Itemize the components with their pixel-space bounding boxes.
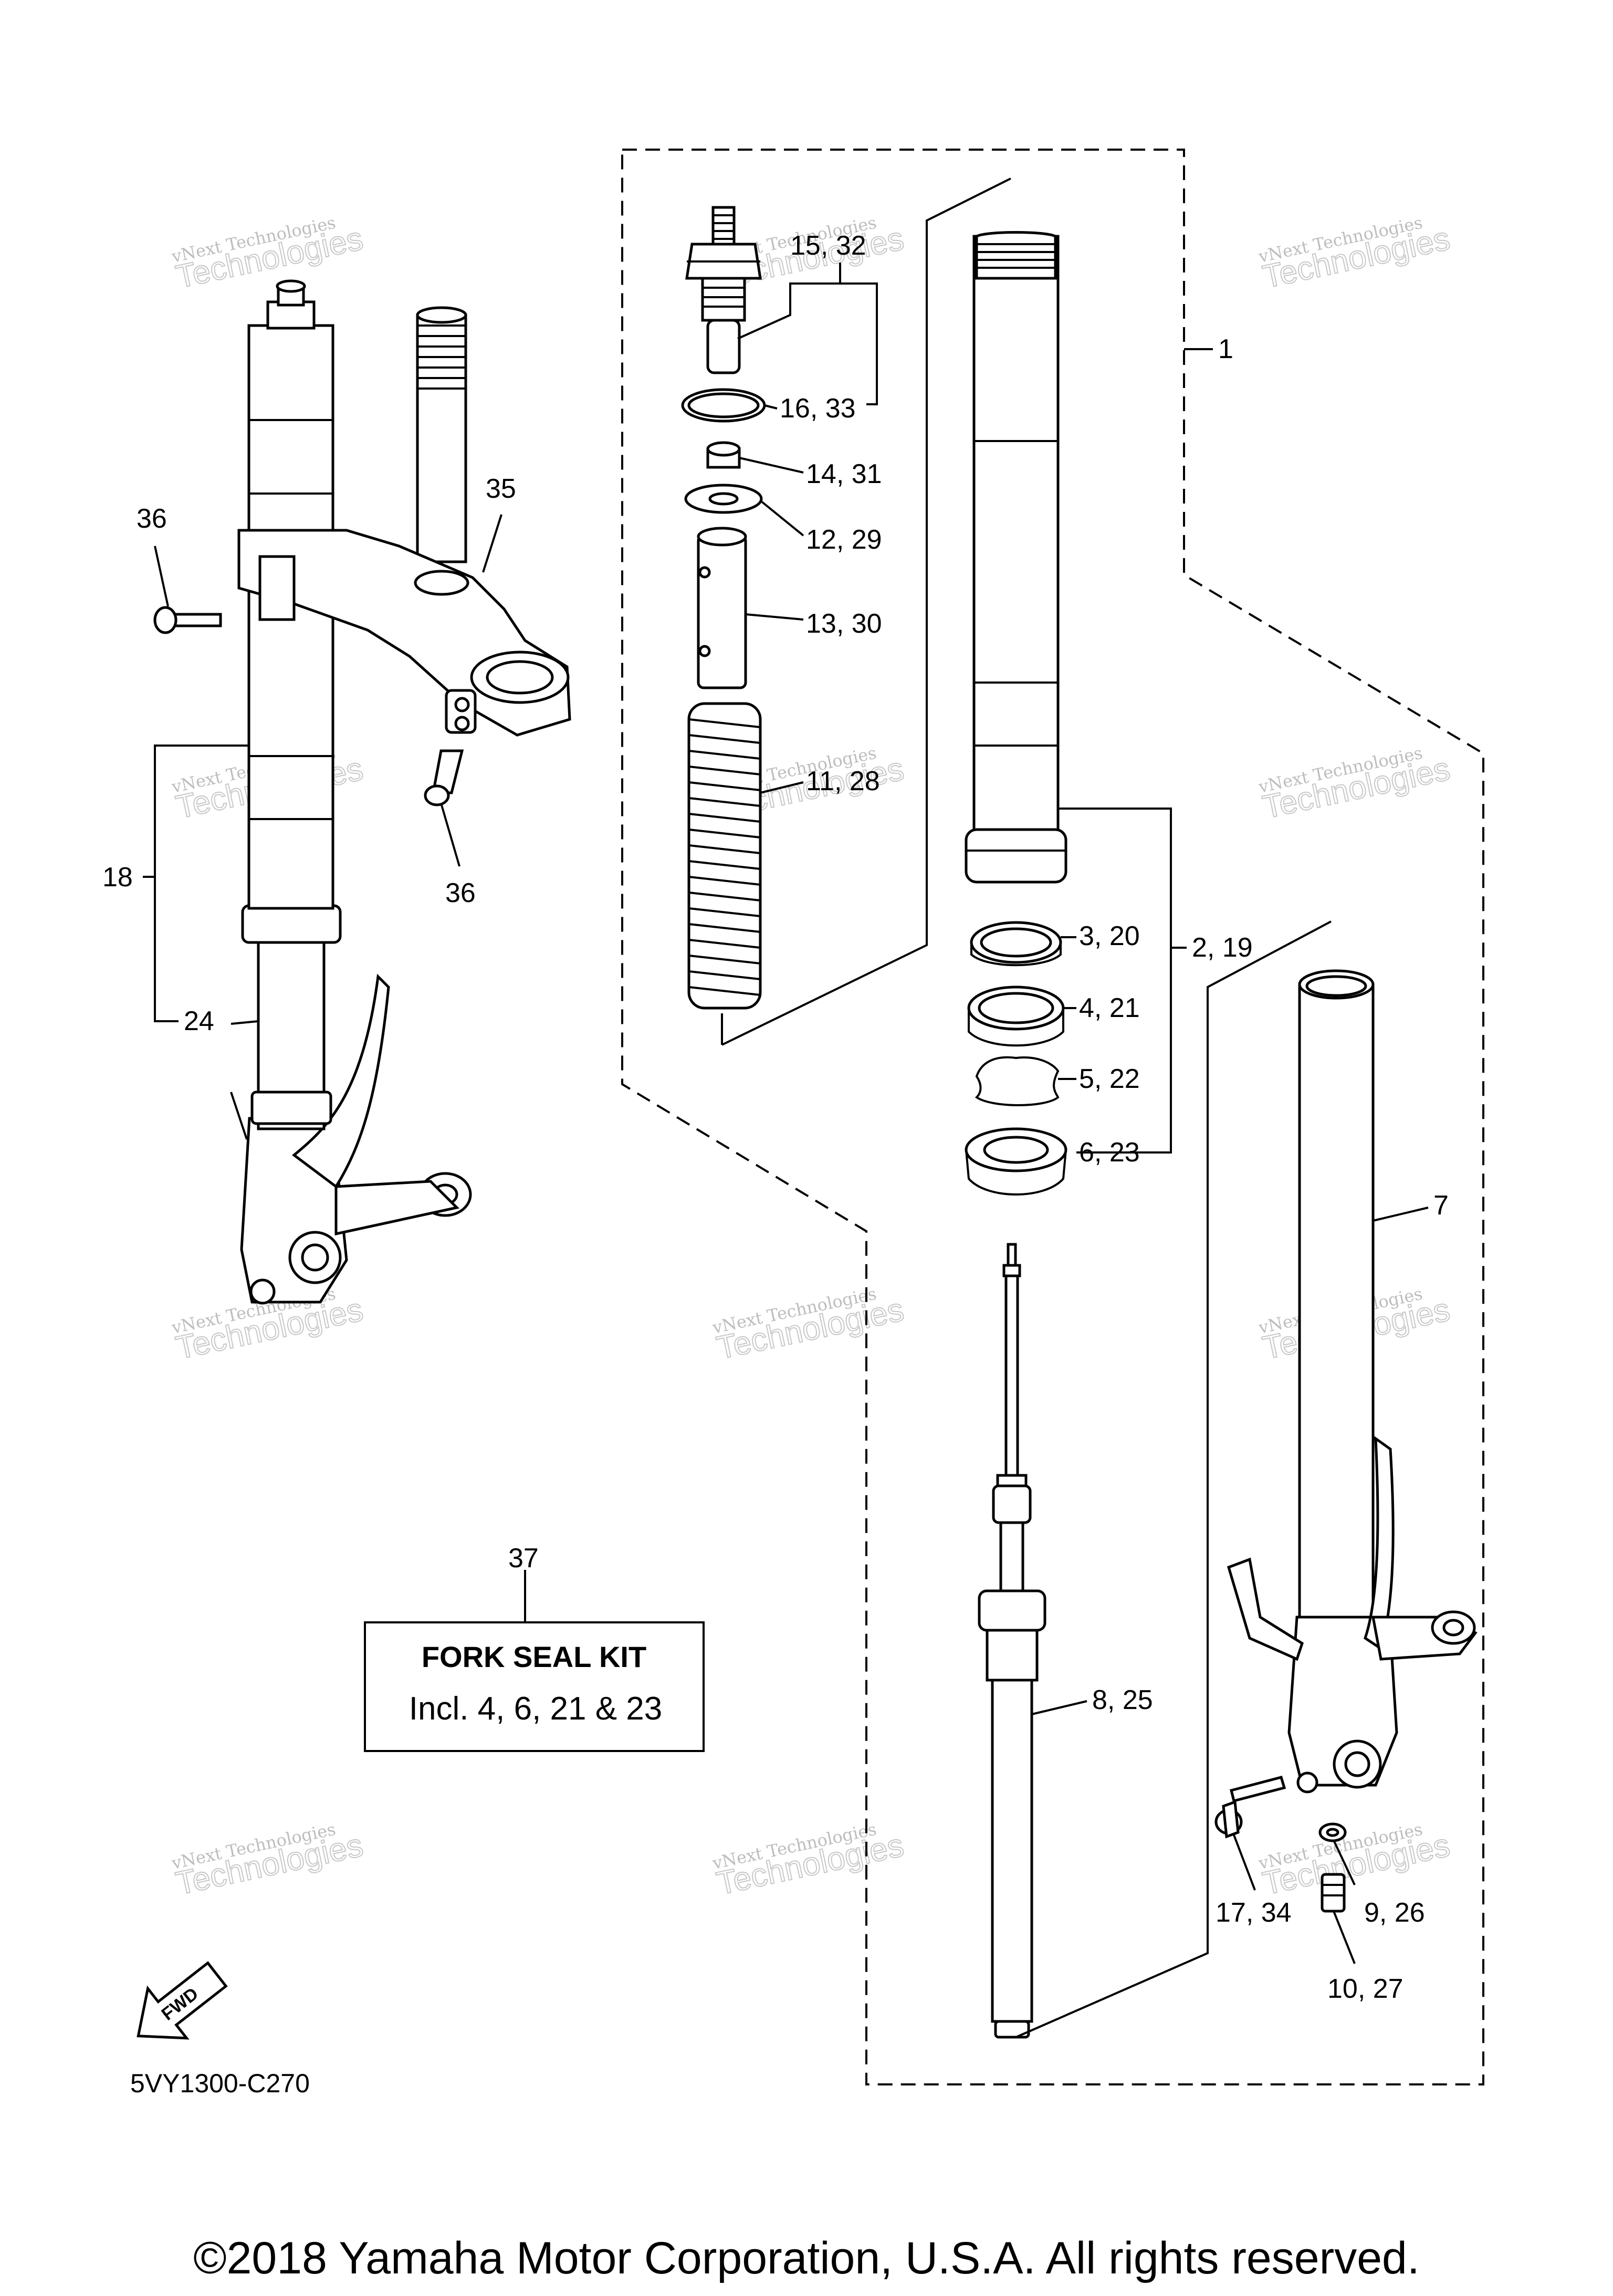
callout-17-34: 17, 34 — [1216, 1897, 1292, 1928]
callout-14-31: 14, 31 — [806, 459, 882, 489]
callout-1: 1 — [1218, 334, 1233, 364]
callout-9-26: 9, 26 — [1364, 1897, 1425, 1928]
assembled-fork-left — [153, 279, 571, 1305]
fork-internals — [681, 177, 1478, 2039]
assembly-dashed-outline — [621, 149, 1484, 2085]
fwd-arrow: FWD — [137, 1961, 228, 2040]
callout-11-28: 11, 28 — [806, 766, 880, 796]
diagram-code: 5VY1300-C270 — [130, 2069, 310, 2098]
callout-13-30: 13, 30 — [806, 609, 882, 639]
callout-12-29: 12, 29 — [806, 525, 882, 555]
callout-24: 24 — [184, 1006, 214, 1036]
callout-5-22: 5, 22 — [1079, 1064, 1140, 1094]
callout-35: 35 — [486, 474, 516, 504]
callout-16-33: 16, 33 — [780, 393, 856, 424]
callout-15-32: 15, 32 — [790, 230, 866, 261]
callout-18: 18 — [102, 862, 133, 893]
fork-seal-kit-box: FORK SEAL KIT Incl. 4, 6, 21 & 23 — [364, 1621, 705, 1752]
callout-4-21: 4, 21 — [1079, 993, 1140, 1023]
kit-subtitle: Incl. 4, 6, 21 & 23 — [409, 1691, 663, 1727]
callout-6-23: 6, 23 — [1079, 1137, 1140, 1168]
callout-3-20: 3, 20 — [1079, 921, 1140, 951]
copyright-notice: ©2018 Yamaha Motor Corporation, U.S.A. A… — [193, 2233, 1420, 2283]
callout-2-19: 2, 19 — [1192, 932, 1253, 963]
callout-labels: 1 2, 19 3, 20 4, 21 5, 22 6, 23 7 8, 25 … — [102, 230, 1449, 2004]
callout-7: 7 — [1433, 1190, 1449, 1221]
callout-36-top: 36 — [137, 504, 167, 534]
callout-37: 37 — [508, 1543, 539, 1574]
kit-title: FORK SEAL KIT — [422, 1640, 646, 1673]
callout-10-27: 10, 27 — [1327, 1974, 1403, 2004]
callout-36-bottom: 36 — [445, 878, 476, 908]
callout-8-25: 8, 25 — [1092, 1685, 1153, 1715]
leader-lines — [143, 263, 1429, 1964]
